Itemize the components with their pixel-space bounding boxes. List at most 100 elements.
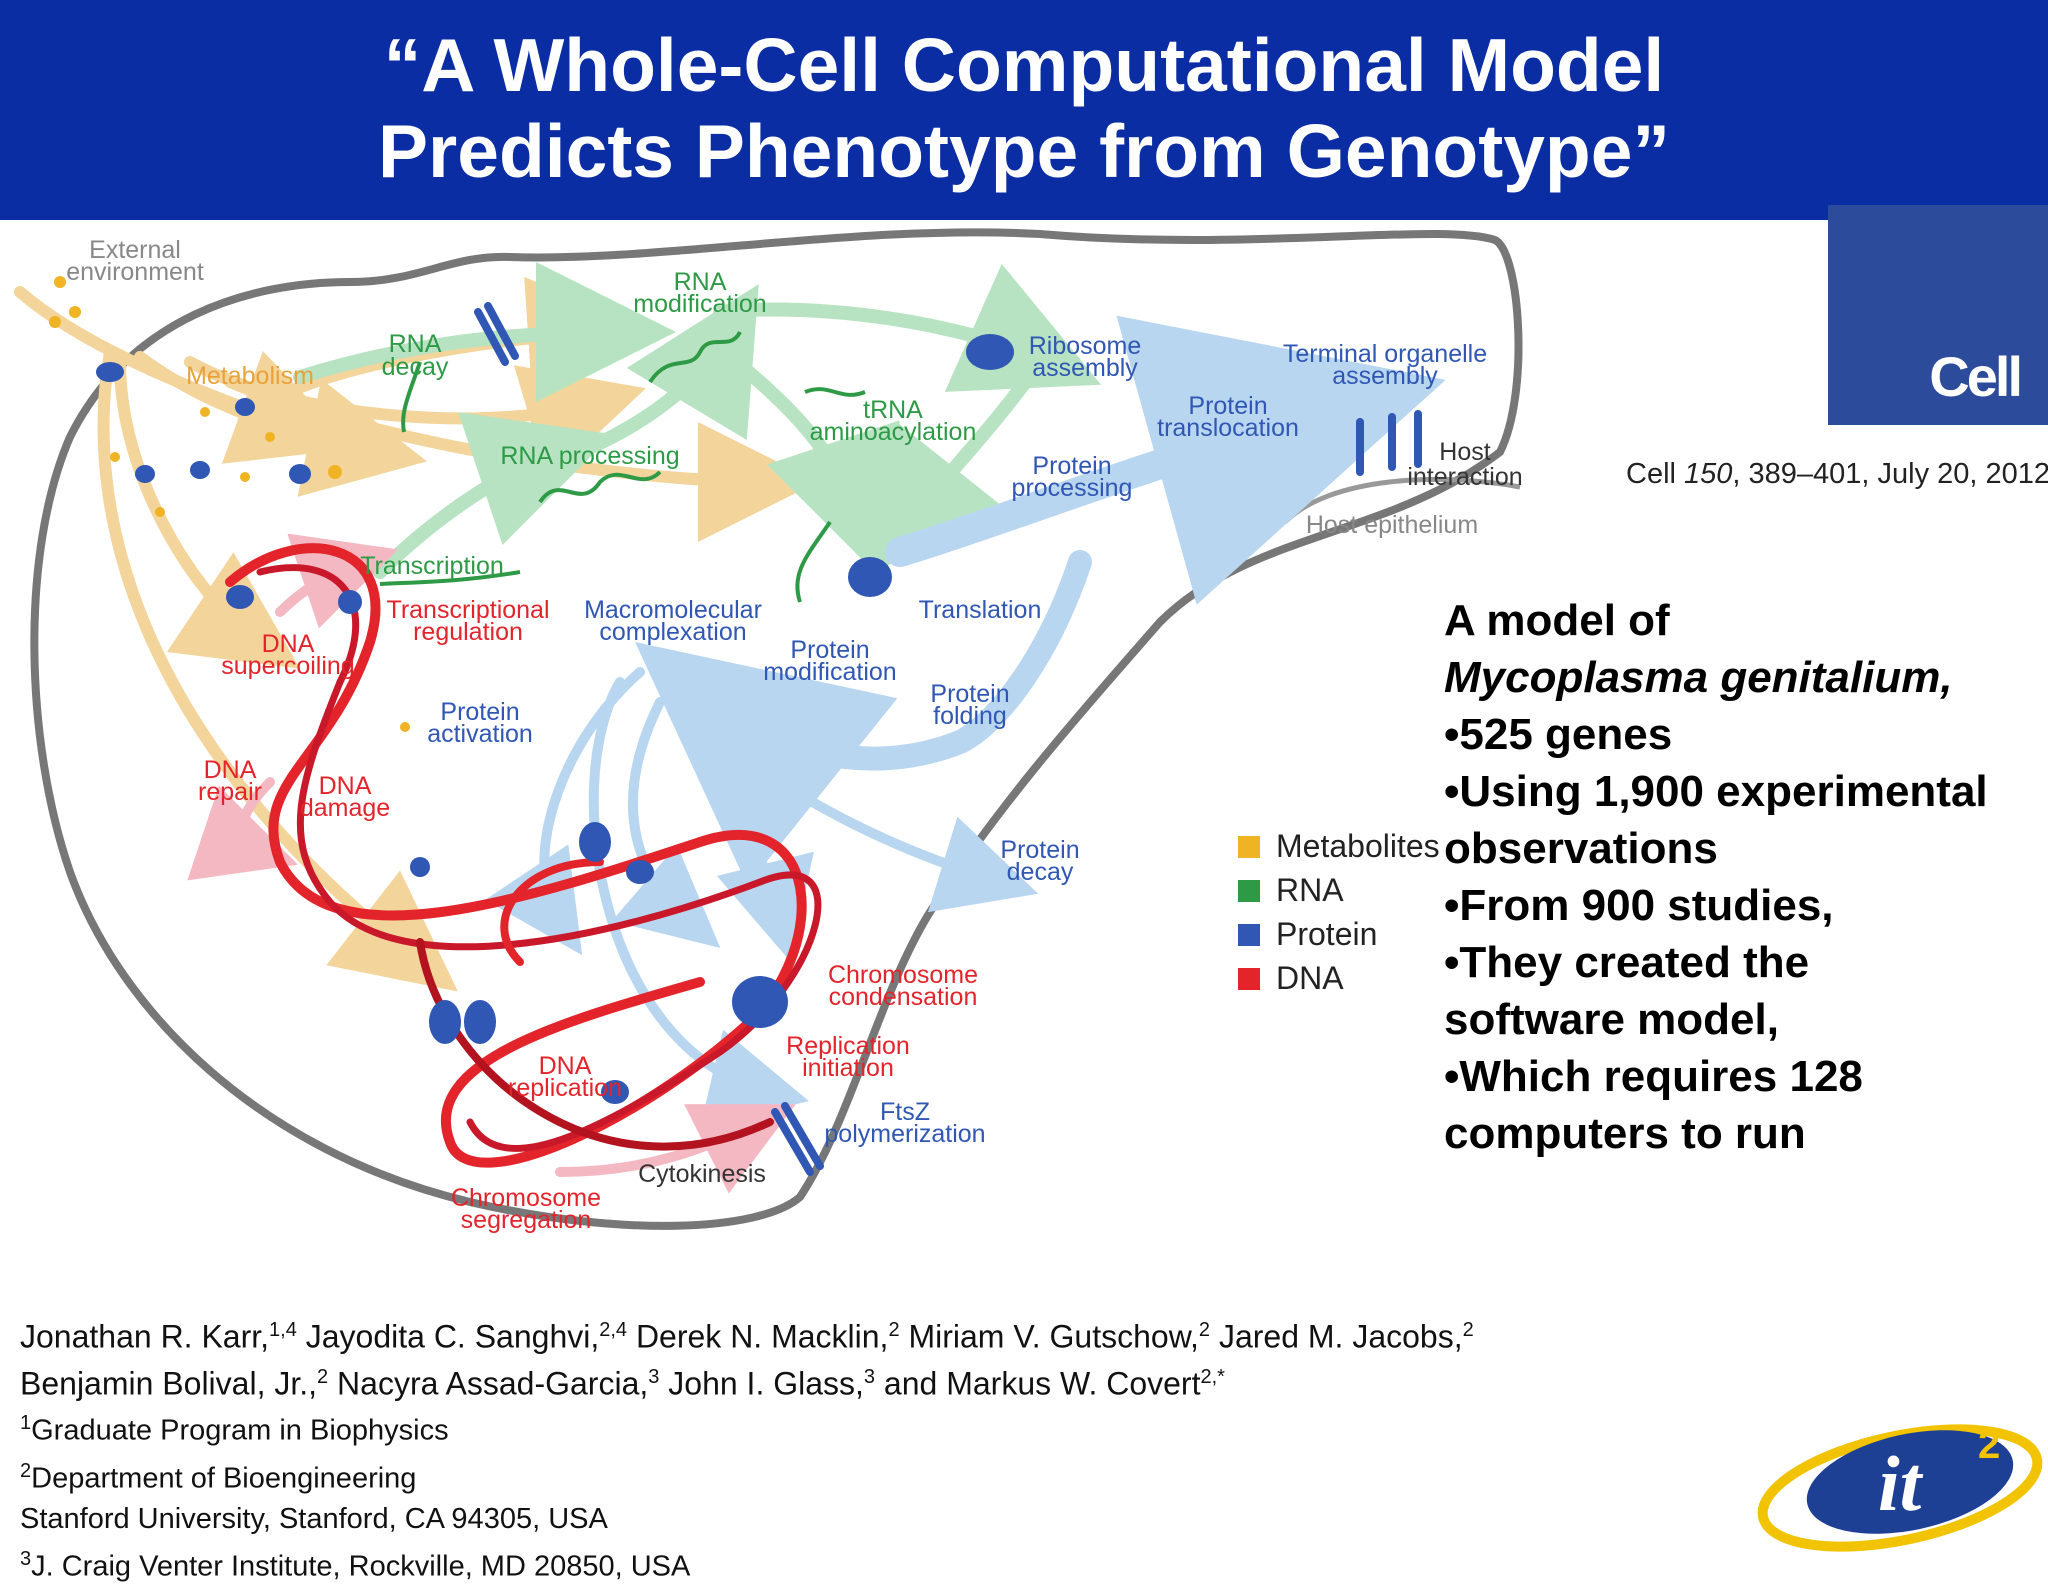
author-sup: 3: [863, 1365, 876, 1388]
authors-line-1: Jonathan R. Karr,1,4 Jayodita C. Sanghvi…: [20, 1310, 1780, 1357]
label-protein-activation-2: activation: [427, 720, 533, 748]
label-transcriptional-regulation-2: regulation: [413, 618, 523, 646]
label-protein-processing: Protein: [1032, 452, 1111, 480]
title-bar: “A Whole-Cell Computational Model Predic…: [0, 0, 2048, 220]
legend-item-rna: RNA: [1234, 870, 1454, 910]
authors-line-2: Benjamin Bolival, Jr.,2 Nacyra Assad-Gar…: [20, 1357, 1780, 1404]
label-ftsz: FtsZ: [880, 1098, 930, 1126]
label-rna-decay: RNA: [389, 330, 442, 358]
author-sup: 2,*: [1200, 1365, 1225, 1388]
label-protein-processing-2: processing: [1012, 474, 1133, 502]
label-chromosome-condensation-2: condensation: [829, 983, 978, 1011]
affiliation-2: 2Department of Bioengineering: [20, 1451, 1780, 1499]
affiliation-text: Stanford University, Stanford, CA 94305,…: [20, 1502, 608, 1535]
label-transcription: Transcription: [360, 552, 504, 580]
label-dna-repair-2: repair: [198, 778, 262, 806]
label-rna-modification: RNA: [674, 268, 727, 296]
label-trna: tRNA: [863, 396, 923, 424]
label-host-interaction: Host: [1439, 438, 1490, 466]
metabolite-dots: [49, 276, 410, 732]
author-name: Derek N. Macklin,: [627, 1318, 889, 1355]
summary-bullet: software model,: [1444, 995, 1779, 1044]
label-protein-modification: Protein: [790, 636, 869, 664]
author-name: Nacyra Assad-Garcia,: [328, 1365, 649, 1402]
label-translation: Translation: [919, 596, 1042, 624]
label-ribosome-assembly: Ribosome: [1029, 332, 1142, 360]
membrane-proteins: [474, 302, 1422, 1176]
label-dna-replication: DNA: [539, 1052, 592, 1080]
rna-flows: [293, 262, 1102, 579]
label-rna-decay-2: decay: [382, 353, 449, 381]
affiliation-text: J. Craig Venter Institute, Rockville, MD…: [31, 1550, 691, 1583]
legend-label: RNA: [1276, 872, 1344, 908]
legend-swatch: [1238, 924, 1260, 946]
protein-molecules: [96, 334, 1014, 1104]
label-macromolecular: Macromolecular: [584, 596, 762, 624]
label-dna-damage: DNA: [319, 772, 372, 800]
legend-swatch: [1238, 880, 1260, 902]
it2-logo: it 2: [1757, 1423, 2043, 1552]
affiliation-sup: 2: [20, 1459, 32, 1482]
summary-text: A model of Mycoplasma genitalium, •525 g…: [1444, 592, 2044, 1162]
author-name: and Markus W. Covert: [875, 1365, 1201, 1402]
summary-bullet: •Using 1,900 experimental: [1444, 767, 1988, 816]
rna-molecules: [379, 330, 866, 603]
author-name: Jared M. Jacobs,: [1210, 1318, 1463, 1355]
slide-title: “A Whole-Cell Computational Model Predic…: [0, 22, 2048, 194]
it2-logo-text: it: [1878, 1440, 1924, 1527]
translation-ribosome-icon: [848, 557, 892, 597]
label-dna-damage-2: damage: [300, 794, 390, 822]
label-protein-translocation: Protein: [1188, 392, 1267, 420]
label-chromosome-condensation: Chromosome: [828, 961, 978, 989]
label-host-epithelium: Host epithelium: [1306, 511, 1478, 539]
legend-swatch: [1238, 968, 1260, 990]
label-protein-modification-2: modification: [763, 658, 896, 686]
legend-item-dna: DNA: [1234, 958, 1454, 998]
author-sup: 2: [1198, 1319, 1211, 1341]
citation-volume: 150: [1684, 458, 1733, 490]
label-protein-decay-2: decay: [1007, 858, 1074, 886]
title-line-2: Predicts Phenotype from Genotype”: [378, 109, 1670, 193]
label-ribosome-assembly-2: assembly: [1032, 354, 1138, 382]
label-ftsz-2: polymerization: [824, 1120, 985, 1148]
affiliation-sup: 3: [20, 1547, 32, 1570]
summary-bullet: computers to run: [1444, 1109, 1806, 1158]
label-protein-decay: Protein: [1000, 836, 1079, 864]
legend-label: Metabolites: [1276, 828, 1440, 864]
whole-cell-diagram: External environment Metabolism RNA deca…: [14, 228, 1523, 1234]
label-cytokinesis: Cytokinesis: [638, 1160, 766, 1188]
summary-bullet: •They created the: [1444, 938, 1810, 987]
label-rna-processing: RNA processing: [500, 442, 679, 470]
label-chromosome-segregation: Chromosome: [451, 1184, 601, 1212]
author-name: John I. Glass,: [659, 1365, 864, 1402]
summary-bullet: •From 900 studies,: [1444, 881, 1834, 930]
author-sup: 2,4: [599, 1319, 628, 1341]
author-list: Jonathan R. Karr,1,4 Jayodita C. Sanghvi…: [20, 1310, 1780, 1586]
label-replication-initiation: Replication: [786, 1032, 910, 1060]
summary-bullet: observations: [1444, 824, 1718, 873]
label-external-env-2: environment: [66, 258, 204, 286]
label-dna-repair: DNA: [204, 756, 257, 784]
author-name: Miriam V. Gutschow,: [899, 1318, 1199, 1355]
label-rna-modification-2: modification: [633, 290, 766, 318]
label-trna-2: aminoacylation: [810, 418, 977, 446]
ribosome-icon: [966, 334, 1014, 370]
cell-logo-text: Cell: [1929, 345, 2023, 408]
label-host-interaction-2: interaction: [1407, 463, 1522, 491]
affiliation-text: Graduate Program in Biophysics: [31, 1414, 449, 1447]
label-dna-supercoiling: DNA: [262, 630, 315, 658]
affiliation-3: Stanford University, Stanford, CA 94305,…: [20, 1499, 1780, 1539]
label-terminal-organelle: Terminal organelle: [1283, 340, 1487, 368]
label-terminal-organelle-2: assembly: [1332, 362, 1438, 390]
citation-journal: Cell: [1626, 458, 1676, 490]
label-external-env: External: [89, 236, 181, 264]
affiliation-1: 1Graduate Program in Biophysics: [20, 1403, 1780, 1451]
legend-label: DNA: [1276, 960, 1344, 996]
affiliation-sup: 1: [20, 1412, 32, 1435]
label-protein-activation: Protein: [440, 698, 519, 726]
author-sup: 2: [888, 1319, 900, 1341]
citation-pages-date: , 389–401, July 20, 2012: [1732, 458, 2048, 490]
citation: Cell 150, 389–401, July 20, 2012: [1626, 458, 2048, 491]
dna-chromosome: [225, 543, 822, 1168]
label-protein-folding-2: folding: [933, 702, 1007, 730]
